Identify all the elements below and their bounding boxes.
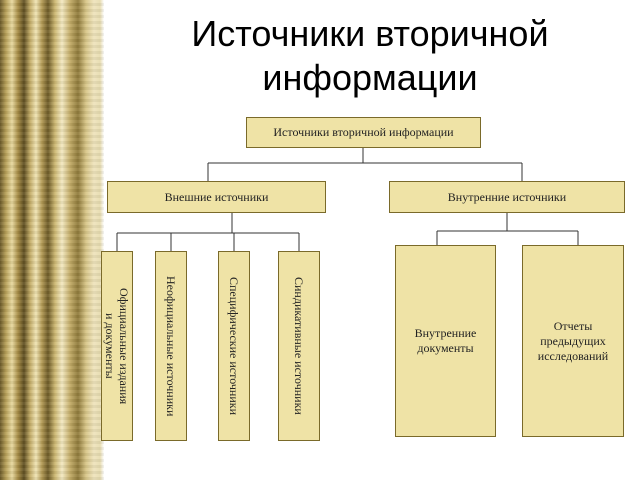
external-sources-label: Внешние источники xyxy=(164,189,269,204)
specific-sources-label: Специфические источники xyxy=(227,276,241,415)
syndicated-sources-label: Синдикативные источники xyxy=(292,277,306,415)
external-sources-node: Внешние источники xyxy=(107,181,326,213)
previous-research-reports-node: Отчеты предыдущих исследований xyxy=(522,245,624,437)
internal-documents-label: Внутренние документы xyxy=(414,326,477,355)
slide-title: Источники вторичной информации xyxy=(110,12,630,100)
slide-title-line-1: Источники вторичной xyxy=(191,13,549,54)
previous-research-reports-label: Отчеты предыдущих исследований xyxy=(537,318,609,363)
unofficial-sources-node: Неофициальные источники xyxy=(155,251,187,441)
curtain-decoration xyxy=(0,0,104,480)
syndicated-sources-node: Синдикативные источники xyxy=(278,251,320,441)
root-node-label: Источники вторичной информации xyxy=(273,125,454,139)
internal-sources-node: Внутренние источники xyxy=(389,181,625,213)
internal-documents-node: Внутренние документы xyxy=(395,245,496,437)
internal-sources-label: Внутренние источники xyxy=(447,189,567,204)
slide-title-line-2: информации xyxy=(262,57,478,98)
unofficial-sources-label: Неофициальные источники xyxy=(164,275,178,417)
specific-sources-node: Специфические источники xyxy=(218,251,250,441)
official-publications-node: Официальные издания и документы xyxy=(101,251,133,441)
root-node: Источники вторичной информации xyxy=(246,117,481,148)
official-publications-label: Официальные издания и документы xyxy=(103,287,131,405)
